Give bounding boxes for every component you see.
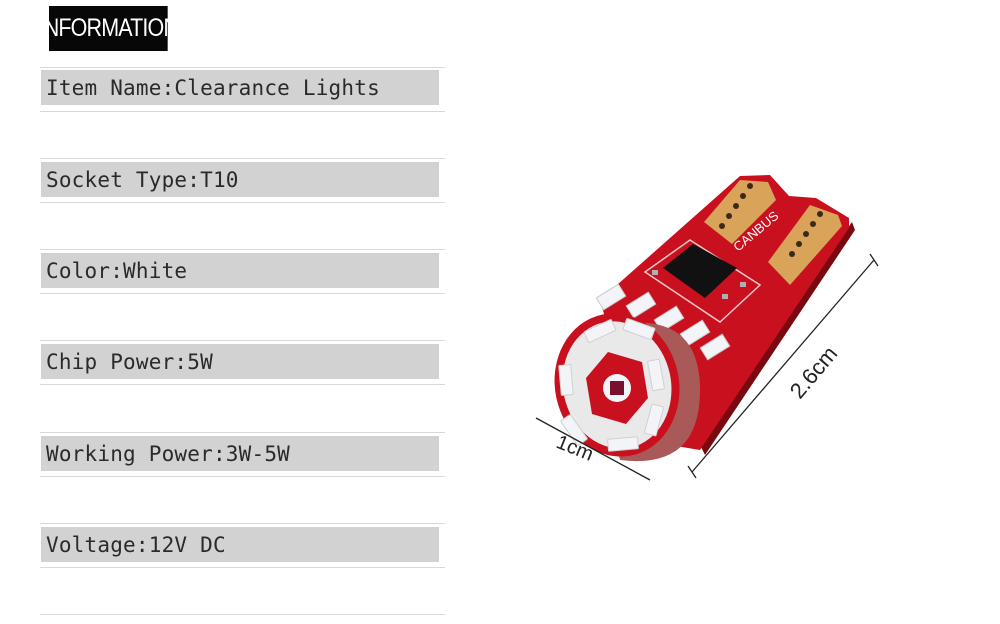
silk-outline: [643, 239, 762, 323]
led-bulb: CANBUS: [554, 175, 855, 462]
divider: [40, 158, 445, 159]
spec-bar: Item Name:Clearance Lights: [41, 70, 439, 105]
spec-bar: Socket Type:T10: [41, 162, 439, 197]
divider: [40, 67, 445, 68]
divider: [40, 293, 445, 294]
pcb-edge: [700, 222, 855, 455]
spec-bar: Voltage:12V DC: [41, 527, 439, 562]
spec-bar: Working Power:3W-5W: [41, 436, 439, 471]
spec-bar: Chip Power:5W: [41, 344, 439, 379]
contact-pad-right: [768, 205, 842, 285]
spec-chip-power: Chip Power:5W: [46, 349, 213, 374]
led-bulb-illustration: CANBUS: [535, 175, 879, 481]
divider: [40, 432, 445, 433]
divider: [40, 523, 445, 524]
center-led: [610, 381, 624, 395]
spec-voltage: Voltage:12V DC: [46, 532, 226, 557]
divider: [40, 111, 445, 112]
divider: [40, 476, 445, 477]
contact-pad-left: [704, 180, 776, 244]
divider: [40, 249, 445, 250]
divider: [40, 567, 445, 568]
dimension-length-label: 2.6cm: [785, 341, 843, 403]
spec-item-name: Item Name:Clearance Lights: [46, 75, 380, 100]
spec-socket-type: Socket Type:T10: [46, 167, 239, 192]
divider: [40, 384, 445, 385]
spec-bar: Color:White: [41, 253, 439, 288]
head-led-ring: [558, 318, 665, 452]
divider: [40, 614, 445, 615]
smd-led-row: [595, 283, 731, 361]
information-tag: INFORMATION: [39, 6, 179, 51]
divider: [40, 340, 445, 341]
control-chip: [652, 244, 746, 299]
divider: [40, 202, 445, 203]
spec-color: Color:White: [46, 258, 188, 283]
spec-working-power: Working Power:3W-5W: [46, 441, 291, 466]
